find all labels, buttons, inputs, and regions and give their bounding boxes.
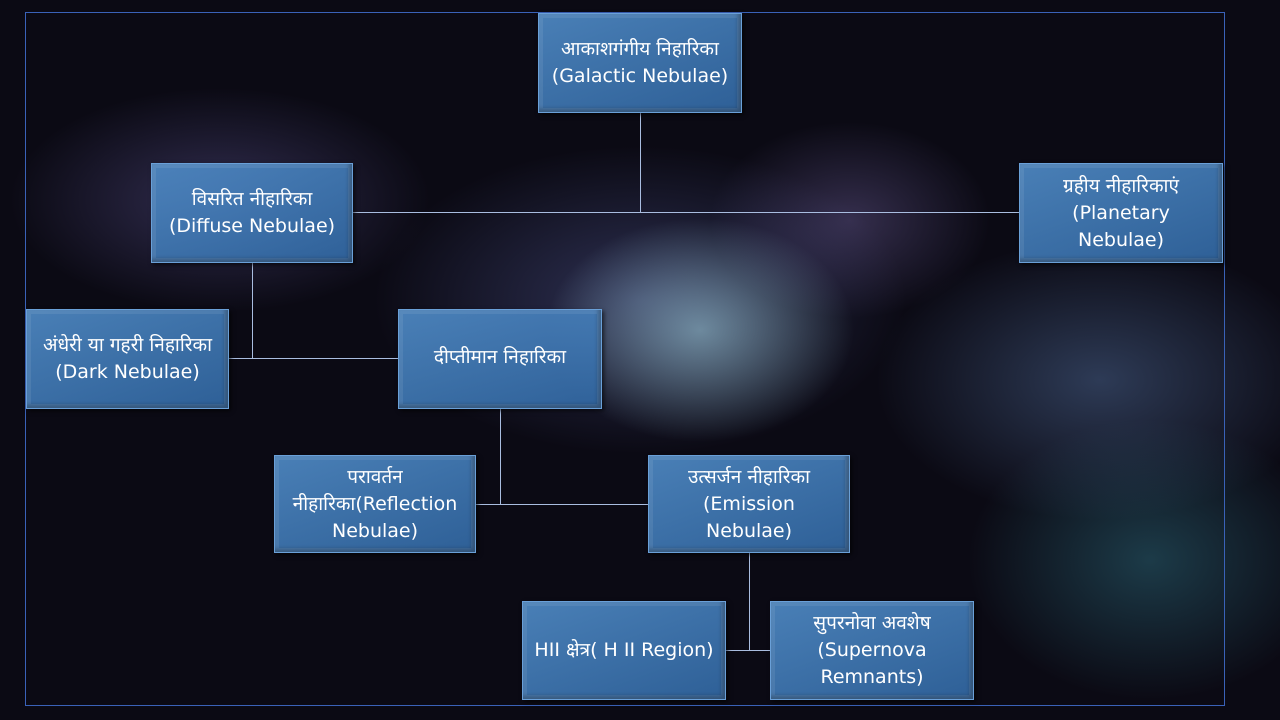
node-hii-region: HII क्षेत्र( H II Region) xyxy=(522,601,726,700)
slide-frame xyxy=(25,12,1225,706)
connector xyxy=(749,553,750,651)
connector xyxy=(476,504,648,505)
connector xyxy=(500,409,501,505)
node-planetary-nebulae: ग्रहीय नीहारिकाएं (Planetary Nebulae) xyxy=(1019,163,1223,263)
connector xyxy=(229,358,398,359)
connector xyxy=(353,212,1019,213)
node-emission-nebulae: उत्सर्जन नीहारिका (Emission Nebulae) xyxy=(648,455,850,553)
node-supernova-remnants: सुपरनोवा अवशेष (Supernova Remnants) xyxy=(770,601,974,700)
connector xyxy=(726,650,770,651)
node-reflection-nebulae: परावर्तन नीहारिका(Reflection Nebulae) xyxy=(274,455,476,553)
node-dark-nebulae: अंधेरी या गहरी निहारिका (Dark Nebulae) xyxy=(26,309,229,409)
connector xyxy=(252,263,253,359)
node-galactic-nebulae: आकाशगंगीय निहारिका (Galactic Nebulae) xyxy=(538,13,742,113)
node-diffuse-nebulae: विसरित नीहारिका (Diffuse Nebulae) xyxy=(151,163,353,263)
node-luminous-nebulae: दीप्तीमान निहारिका xyxy=(398,309,602,409)
connector xyxy=(640,113,641,213)
